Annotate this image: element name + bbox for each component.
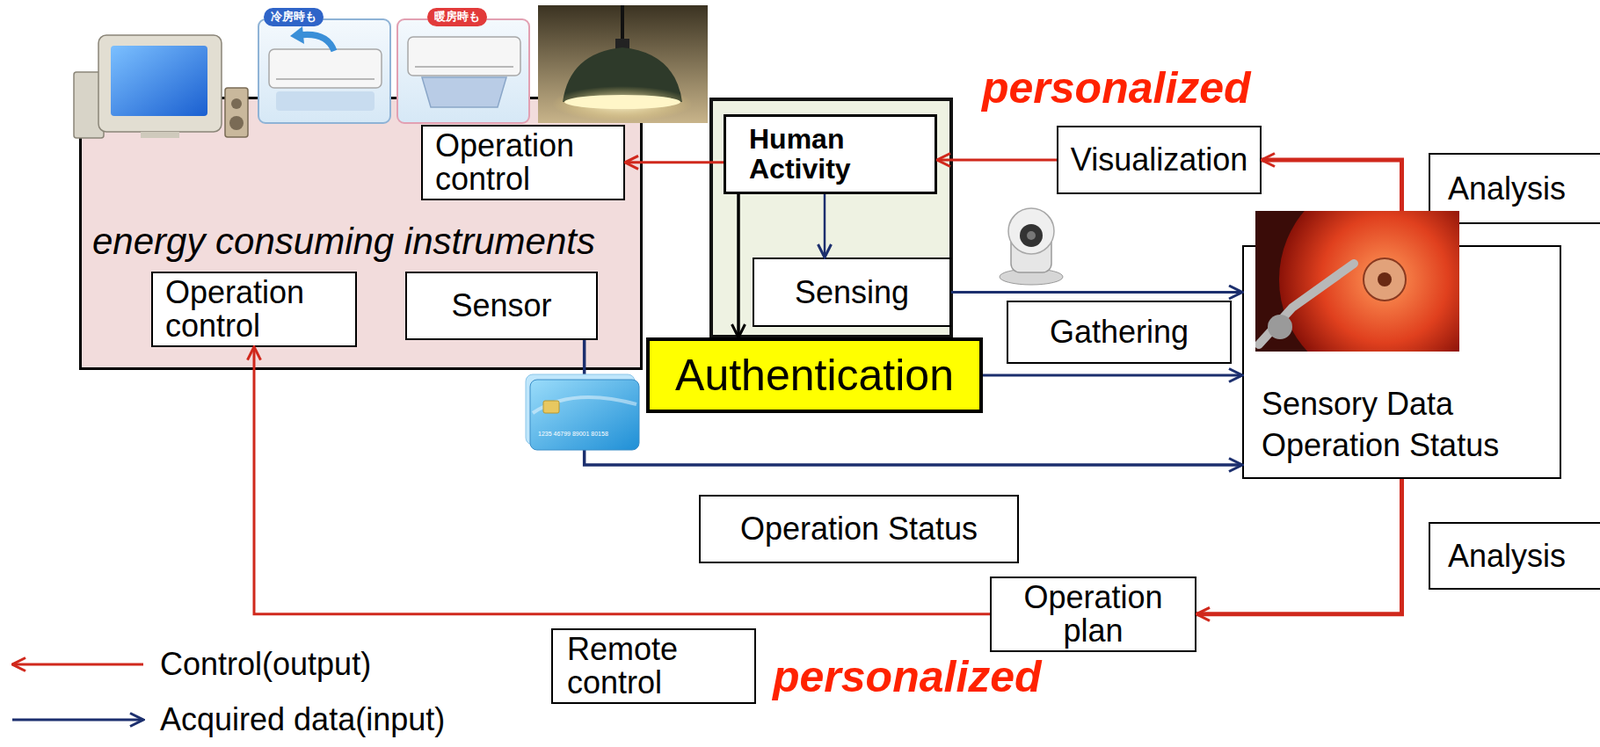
card-picture	[532, 397, 637, 414]
air-conditioner-picture	[298, 34, 335, 51]
box-label: Sensory Data Operation Status	[1261, 384, 1526, 467]
box-label: Sensing	[794, 276, 910, 310]
computer-picture	[225, 87, 248, 138]
emphasis-label: personalized	[981, 63, 1251, 115]
connector-arrow	[951, 290, 1243, 294]
lamp-picture	[620, 5, 625, 43]
hard-disk-picture	[1255, 210, 1460, 352]
connector-arrow	[937, 159, 1057, 162]
hard-disk-picture	[1279, 210, 1460, 352]
instrument-region: energy consuming instrumentsOperation co…	[79, 96, 643, 371]
badge-label: 暖房時も	[427, 7, 488, 27]
lamp-picture	[538, 5, 708, 124]
highlight-box: Authentication	[646, 337, 983, 414]
box-label: Authentication	[675, 352, 954, 400]
card-number: 1235 46799 89001 80158	[538, 430, 609, 438]
camera-picture	[1019, 224, 1043, 248]
computer-picture	[98, 35, 222, 132]
box-label: Human Activity	[749, 124, 890, 184]
box-label: Operation plan	[1014, 581, 1173, 648]
hard-disk-picture	[1258, 263, 1354, 345]
box-label: Analysis	[1447, 172, 1566, 206]
process-box: Operation plan	[989, 576, 1197, 653]
camera-picture	[1008, 208, 1055, 255]
air-conditioner-picture	[276, 91, 375, 111]
process-box: Remote control	[551, 628, 757, 705]
process-box: Operation Status	[698, 494, 1019, 564]
air-conditioner-picture	[414, 65, 514, 68]
computer-picture	[231, 98, 242, 110]
computer-picture	[140, 131, 180, 139]
computer-picture	[73, 72, 104, 139]
computer-picture	[73, 35, 248, 139]
process-box: Analysis	[1428, 522, 1600, 590]
air-conditioner-picture	[269, 49, 382, 88]
legend-samples	[12, 664, 144, 720]
hard-disk-picture	[1363, 258, 1406, 301]
activity-box: Human Activity	[723, 114, 938, 195]
lamp-picture	[552, 86, 693, 122]
connector-arrow	[1196, 479, 1403, 615]
camera-picture	[1010, 226, 1052, 273]
box-label: Gathering	[1049, 315, 1189, 350]
connector-arrow	[736, 194, 741, 338]
card-picture	[530, 379, 640, 451]
connector-arrow	[823, 194, 827, 258]
connector-arrow	[254, 347, 990, 615]
process-box: Operation control	[421, 124, 626, 201]
box-label: Sensor	[450, 289, 552, 323]
air-conditioner-picture	[421, 77, 507, 108]
air-conditioner-picture	[258, 19, 530, 124]
air-conditioner-picture	[407, 36, 521, 76]
legend-text: Control(output)	[160, 647, 371, 682]
legend-control-line	[12, 663, 144, 667]
process-box: Visualization	[1056, 125, 1262, 195]
process-box: Operation control	[151, 271, 357, 348]
air-conditioner-picture	[397, 19, 530, 124]
computer-picture	[110, 45, 208, 117]
process-box: Analysis	[1428, 152, 1600, 225]
hard-disk-picture	[1377, 272, 1392, 287]
emphasis-label: personalized	[772, 652, 1042, 704]
box-label: Operation control	[165, 276, 315, 343]
air-conditioner-picture	[258, 19, 391, 124]
activity-panel	[711, 99, 952, 337]
box-label: Visualization	[1070, 143, 1248, 177]
process-box: Sensing	[752, 257, 952, 328]
hard-disk-picture	[1267, 314, 1293, 340]
card-picture	[525, 374, 640, 451]
air-conditioner-picture	[276, 78, 375, 80]
computer-picture	[229, 116, 244, 131]
lamp-picture	[562, 47, 683, 102]
card-picture	[525, 374, 635, 445]
lamp-picture	[538, 5, 708, 124]
connector-arrow	[982, 374, 1243, 378]
air-conditioner-picture	[290, 26, 305, 44]
camera-picture	[1026, 231, 1036, 240]
lamp-picture	[564, 94, 681, 110]
card-picture	[543, 400, 560, 414]
hard-disk-picture	[1255, 210, 1460, 352]
box-label: Operation Status	[740, 512, 978, 546]
connector-arrow	[584, 340, 1243, 466]
lamp-picture	[615, 38, 630, 50]
box-label: Remote control	[567, 632, 717, 700]
badge-label: 冷房時も	[263, 7, 324, 27]
connector-group	[254, 160, 1403, 615]
camera-picture	[999, 269, 1063, 285]
camera-picture	[999, 208, 1063, 285]
box-label: Operation control	[435, 129, 585, 197]
connector-arrow	[625, 160, 724, 164]
region-title: energy consuming instruments	[92, 222, 596, 262]
box-label: Analysis	[1447, 539, 1566, 574]
storage-box: Sensory Data Operation Status	[1242, 245, 1562, 480]
process-box: Sensor	[405, 271, 598, 341]
legend-input-line	[12, 719, 144, 722]
process-box: Gathering	[1006, 300, 1232, 364]
legend-text: Acquired data(input)	[160, 703, 445, 737]
connector-arrow	[1261, 160, 1403, 246]
